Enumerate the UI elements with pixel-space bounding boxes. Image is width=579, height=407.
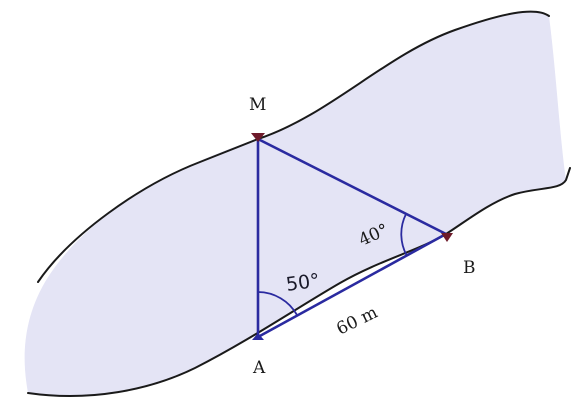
lower-river-bank <box>27 167 571 398</box>
angle-arc-A <box>257 291 298 316</box>
marker-B <box>441 233 453 242</box>
marker-M <box>251 133 265 142</box>
river-region <box>24 11 566 397</box>
angle-label-A: 50° <box>285 269 321 295</box>
segment-MB <box>257 137 447 236</box>
angle-arc-B <box>400 213 408 257</box>
point-label-M: M <box>249 95 266 115</box>
marker-A <box>252 333 264 340</box>
point-label-A: A <box>252 358 266 378</box>
distance-label-AB: 60 m <box>333 303 381 340</box>
upper-river-bank <box>37 10 550 283</box>
point-label-B: B <box>463 258 476 278</box>
segment-AB <box>257 232 447 339</box>
